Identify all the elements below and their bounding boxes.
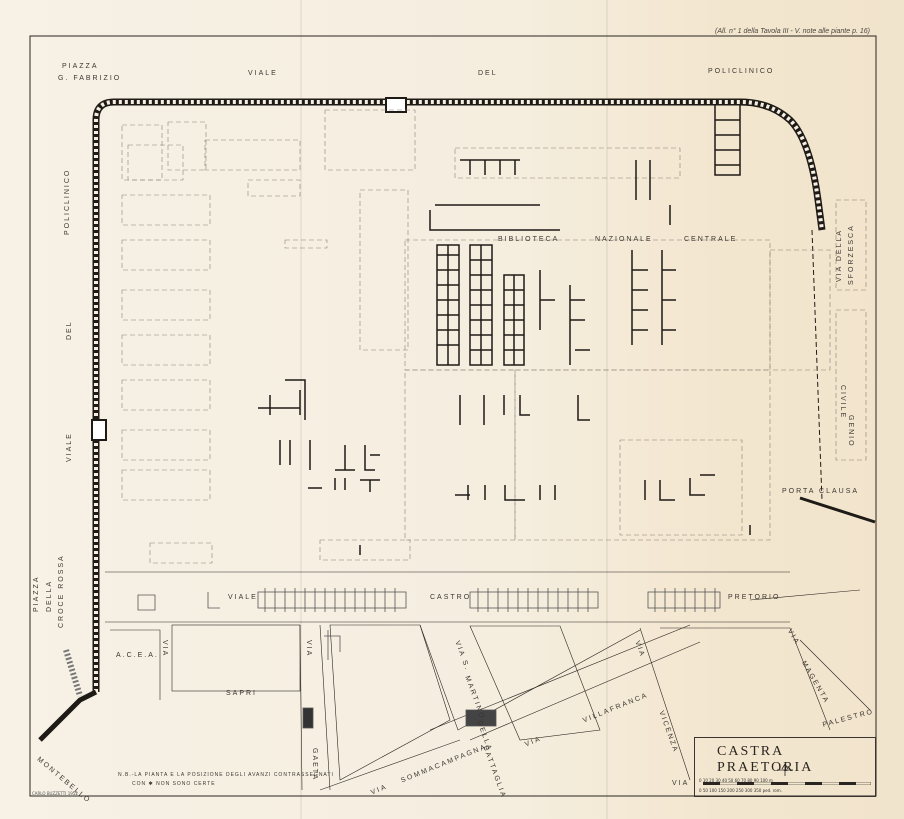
legend-box: CASTRA PRAETORIA 0 10 20 30 40 50 60 70 … — [694, 737, 876, 797]
legend-title: CASTRA PRAETORIA — [717, 744, 814, 775]
north-arrow-icon — [777, 763, 793, 776]
label-civile: CIVILE — [839, 385, 846, 420]
label-via-bottom: VIA — [672, 780, 690, 787]
label-piazza-left: PIAZZA — [33, 575, 40, 612]
label-fabrizio: G. FABRIZIO — [58, 75, 122, 82]
scale-roman-feet: 0 50 100 150 200 250 300 350 ped. rom. — [699, 788, 782, 793]
barrack-rows — [137, 588, 721, 729]
paper-fold — [606, 0, 608, 819]
map-frame — [29, 35, 877, 797]
label-acea: A.C.E.A. — [116, 652, 159, 659]
label-porta-clausa: PORTA CLAUSA — [782, 488, 860, 495]
label-castro: CASTRO — [430, 594, 472, 601]
label-via-sapri: VIA — [161, 640, 168, 658]
central-remains — [258, 379, 751, 555]
label-sapri: SAPRI — [226, 690, 258, 697]
label-via-della: VIA DELLA — [836, 228, 843, 282]
label-della-left: DELLA — [46, 579, 53, 612]
label-nazionale: NAZIONALE — [595, 236, 653, 243]
label-viale-left: VIALE — [66, 432, 73, 462]
scale-bar — [703, 782, 871, 785]
label-policlinico-left: POLICLINICO — [64, 168, 71, 235]
label-sforzesca: SFORZESCA — [848, 224, 855, 285]
scale-meters: 0 10 20 30 40 50 60 70 80 90 100 m — [699, 778, 773, 783]
paper-fold — [300, 0, 302, 819]
label-piazza: PIAZZA — [62, 63, 99, 70]
reference-note: (All. n° 1 della Tavola III - V. note al… — [715, 28, 870, 35]
label-centrale: CENTRALE — [684, 236, 738, 243]
label-policlinico-top: POLICLINICO — [708, 68, 775, 75]
note-line-2: CON ✱ NON SONO CERTE — [132, 781, 216, 787]
label-croce-rossa: CROCE ROSSA — [58, 554, 65, 628]
signature: CARLO BUZZETTI 1952 — [32, 791, 78, 796]
label-via-gaeta: VIA — [305, 640, 312, 658]
castra-wall — [38, 97, 876, 742]
label-biblioteca: BIBLIOTECA — [498, 236, 560, 243]
label-pretorio: PRETORIO — [728, 594, 781, 601]
note-line-1: N.B.-LA PIANTA E LA POSIZIONE DEGLI AVAN… — [118, 772, 334, 778]
label-del-top: DEL — [478, 70, 498, 77]
library-remains — [429, 105, 741, 425]
modern-blocks — [121, 109, 867, 564]
label-viale-castro: VIALE — [228, 594, 258, 601]
label-genio: GENIO — [847, 415, 854, 448]
label-del-left: DEL — [66, 320, 73, 340]
label-viale-top: VIALE — [248, 70, 278, 77]
